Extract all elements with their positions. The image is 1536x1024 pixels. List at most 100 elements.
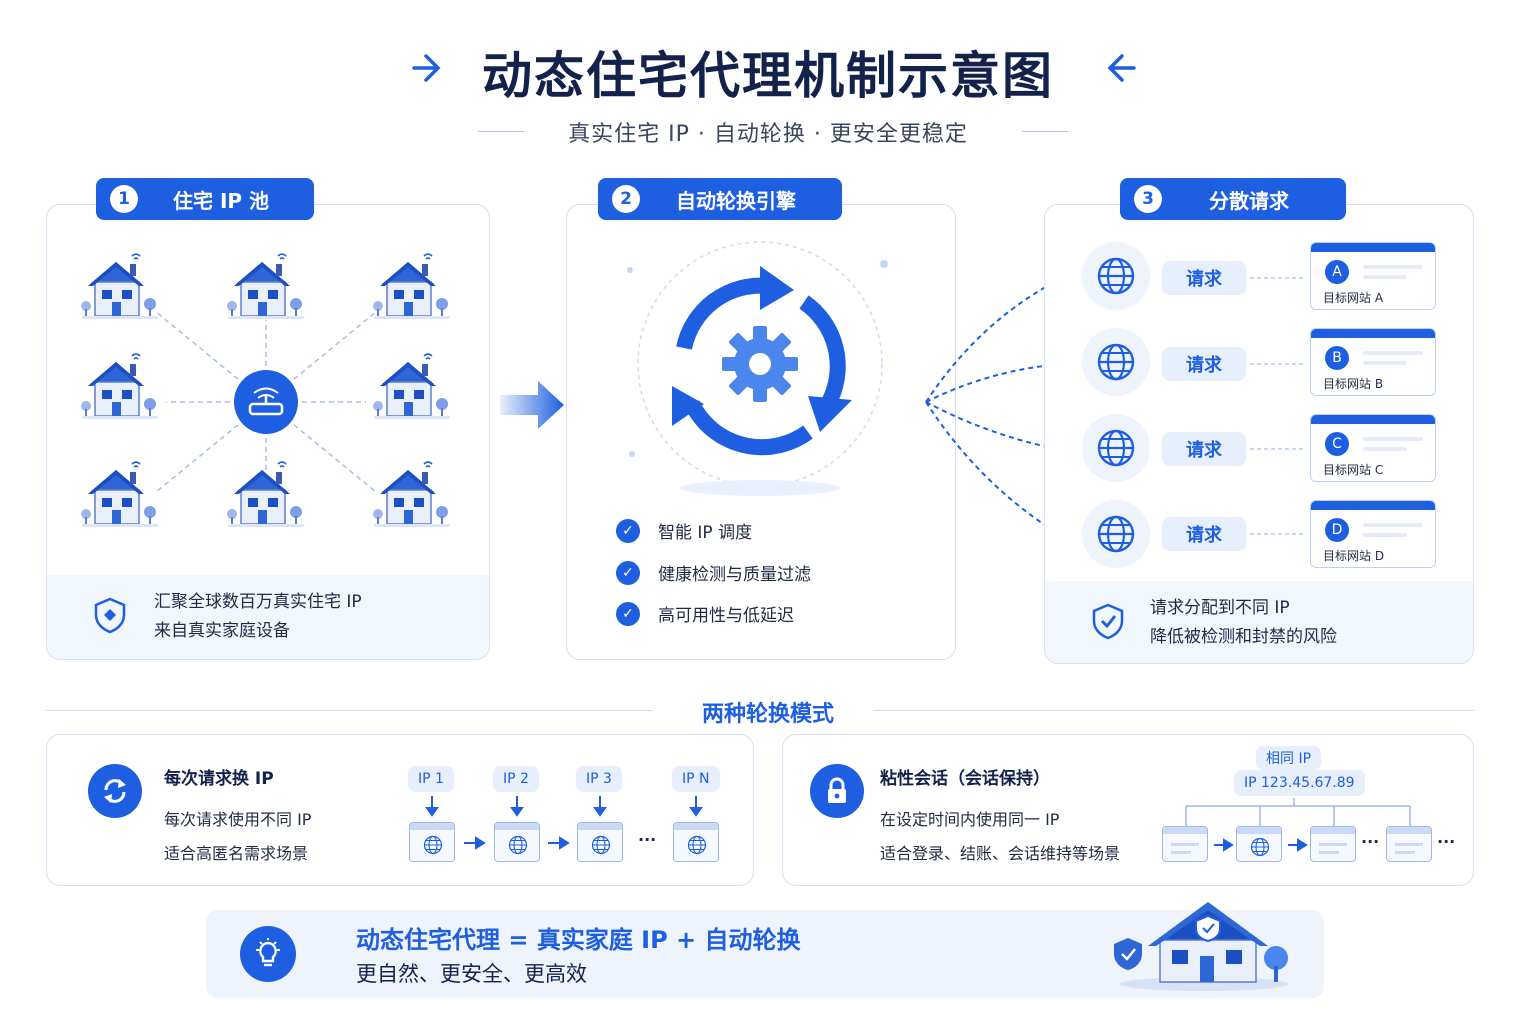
house-icon (78, 350, 164, 426)
gear-icon (722, 326, 798, 402)
subtitle-line-right (1022, 131, 1068, 132)
sticky-window-3 (1310, 826, 1356, 862)
sticky-session-mode-panel (782, 734, 1474, 886)
ip-pool-footnote-2: 来自真实家庭设备 (154, 621, 290, 641)
sticky-window-1 (1162, 826, 1208, 862)
site-name: 目标网站 B (1323, 377, 1384, 391)
ip-pool-title: 住宅 IP 池 (172, 188, 270, 213)
request-row-4-globe (1082, 500, 1150, 568)
dispatch-footnote-1: 请求分配到不同 IP (1150, 598, 1290, 618)
engine-feature-label: 高可用性与低延迟 (658, 606, 794, 626)
sticky-ip-value: IP 123.45.67.89 (1234, 770, 1365, 796)
ip-down-arrows (425, 796, 703, 817)
ip-tag-1: IP 1 (408, 766, 454, 792)
rotate-arrows-icon (676, 277, 846, 456)
dashed-connector (1250, 277, 1306, 279)
sticky-heading: 粘性会话（会话保持） (880, 769, 1050, 789)
site-badge: D (1325, 518, 1349, 542)
shield-icon (94, 597, 126, 634)
router-icon (248, 387, 284, 416)
house-icon (370, 458, 456, 534)
dispatch-footnote-2: 降低被检测和封禁的风险 (1150, 627, 1337, 647)
browser-window-2 (494, 822, 540, 862)
engine-feature-3: ✓ 高可用性与低延迟 (616, 601, 794, 626)
step-number: 1 (110, 185, 138, 213)
house-icon (370, 250, 456, 326)
house-icon (78, 250, 164, 326)
step-number: 3 (1134, 185, 1162, 213)
globe-icon (591, 835, 611, 855)
sticky-window-2 (1236, 826, 1282, 862)
engine-feature-2: ✓ 健康检测与质量过滤 (616, 560, 811, 585)
sticky-branch-lines (1185, 798, 1411, 826)
modes-divider-right (874, 710, 1474, 711)
per-request-mode-panel (46, 734, 754, 886)
request-label: 请求 (1162, 517, 1246, 551)
rotation-engine-header: 2 自动轮换引擎 (598, 178, 842, 220)
globe-icon (423, 835, 443, 855)
modes-divider-left (46, 710, 652, 711)
rotation-engine-graphic (627, 241, 888, 496)
same-ip-label: 相同 IP (1256, 746, 1322, 770)
ip-pool-header: 1 住宅 IP 池 (96, 178, 314, 220)
ip-tag-3: IP 3 (576, 766, 622, 792)
request-row-1-globe (1082, 242, 1150, 310)
sticky-flow-arrows (1214, 838, 1308, 852)
house-icon (224, 458, 310, 534)
subtitle-line-left (478, 131, 524, 132)
globe-icon (1096, 256, 1136, 296)
sticky-desc-2: 适合登录、结账、会话维持等场景 (880, 844, 1121, 863)
engine-feature-1: ✓ 智能 IP 调度 (616, 518, 752, 543)
ip-pool-network (155, 311, 377, 493)
page-title: 动态住宅代理机制示意图 (482, 47, 1054, 105)
dashed-connector (1250, 448, 1306, 450)
rotation-engine-title: 自动轮换引擎 (676, 188, 796, 213)
site-name: 目标网站 D (1323, 549, 1385, 563)
request-label: 请求 (1162, 261, 1246, 295)
target-site-card-b: B 目标网站 B (1310, 328, 1436, 396)
refresh-icon (88, 764, 142, 818)
house-icon (224, 250, 310, 326)
flow-arrow-icon (500, 381, 564, 429)
request-label: 请求 (1162, 432, 1246, 466)
ip-pool-footnote-1: 汇聚全球数百万真实住宅 IP (154, 592, 362, 612)
ellipsis: ··· (1437, 832, 1456, 851)
ip-tag-n: IP N (672, 766, 720, 792)
dispatch-header: 3 分散请求 (1120, 178, 1346, 220)
check-icon: ✓ (616, 601, 640, 626)
house-icon (78, 458, 164, 534)
request-label: 请求 (1162, 347, 1246, 381)
ip-pool-footer (47, 575, 489, 659)
ip-tag-2: IP 2 (493, 766, 539, 792)
site-badge: A (1325, 260, 1349, 284)
site-name: 目标网站 A (1323, 291, 1384, 305)
shield-icon (1092, 603, 1124, 640)
engine-feature-label: 健康检测与质量过滤 (658, 565, 811, 585)
dispatch-title: 分散请求 (1209, 188, 1289, 213)
modes-title: 两种轮换模式 (701, 702, 834, 727)
page-subtitle: 真实住宅 IP · 自动轮换 · 更安全更稳定 (568, 122, 968, 147)
lightbulb-icon (240, 926, 296, 982)
target-site-card-d: D 目标网站 D (1310, 500, 1436, 568)
request-row-3-globe (1082, 414, 1150, 482)
site-badge: B (1325, 346, 1349, 370)
site-badge: C (1325, 432, 1349, 456)
title-deco-left-icon (412, 54, 441, 82)
target-site-card-c: C 目标网站 C (1310, 414, 1436, 482)
globe-icon (1096, 514, 1136, 554)
globe-icon (687, 835, 707, 855)
house-icon (370, 350, 456, 426)
globe-icon (1096, 428, 1136, 468)
window-flow-arrows (464, 836, 570, 850)
step-number: 2 (612, 185, 640, 213)
sticky-window-4 (1386, 826, 1432, 862)
ellipsis: ··· (1361, 832, 1380, 851)
engine-feature-label: 智能 IP 调度 (658, 523, 753, 543)
browser-window-3 (577, 822, 623, 862)
summary-heading: 动态住宅代理 = 真实家庭 IP + 自动轮换 (356, 926, 801, 954)
browser-window-1 (409, 822, 455, 862)
summary-text: 更自然、更安全、更高效 (356, 962, 587, 986)
request-row-2-globe (1082, 328, 1150, 396)
target-site-card-a: A 目标网站 A (1310, 242, 1436, 310)
lock-icon (810, 764, 864, 818)
